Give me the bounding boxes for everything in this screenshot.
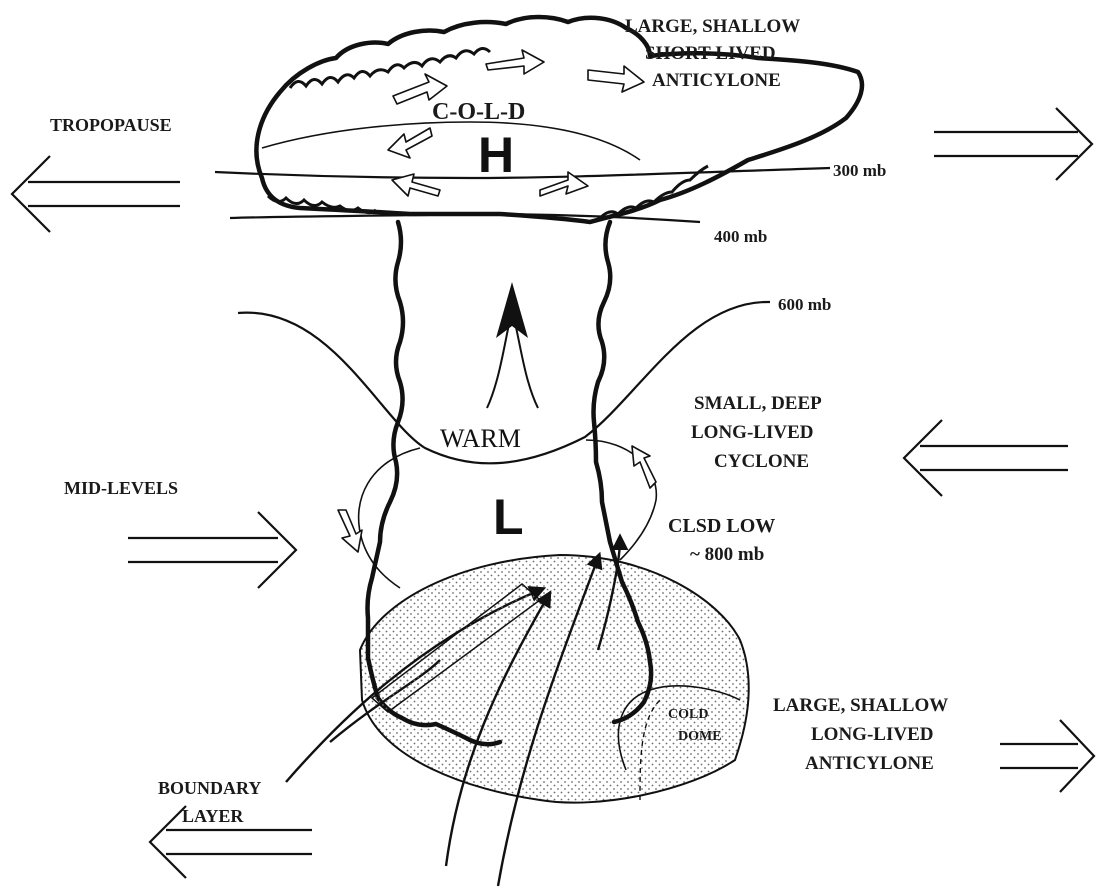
cold-dome-label-1: COLD <box>668 707 708 722</box>
cyclone-label-3: CYCLONE <box>714 451 809 472</box>
lower-anticyclone-label-1: LARGE, SHALLOW <box>773 695 948 716</box>
tropopause-label: TROPOPAUSE <box>50 115 172 135</box>
mid-inflow-arrow-left <box>128 512 296 588</box>
cyclone-label-2: LONG-LIVED <box>691 422 813 443</box>
low-pressure-symbol: L <box>493 489 524 545</box>
lower-outflow-arrow-right <box>1000 720 1094 792</box>
mid-circulation-left <box>359 448 420 588</box>
upper-anticyclone-label-1: LARGE, SHALLOW <box>625 16 800 37</box>
mid-circulation-right-arrow <box>632 446 656 488</box>
updraft-arrowhead <box>496 282 528 338</box>
isobar-600mb-label: 600 mb <box>778 295 831 314</box>
mid-inflow-arrow-right <box>904 420 1068 496</box>
lower-anticyclone-label-2: LONG-LIVED <box>811 724 933 745</box>
isobar-400mb-label: 400 mb <box>714 227 767 246</box>
high-pressure-symbol: H <box>478 127 514 183</box>
boundary-layer-label-1: BOUNDARY <box>158 778 261 798</box>
cold-dome-label-2: DOME <box>678 729 722 744</box>
mid-levels-label: MID-LEVELS <box>64 478 178 498</box>
anvil-circulation-arrow-3 <box>588 66 644 92</box>
boundary-layer-label-2: LAYER <box>182 806 244 826</box>
upper-anticyclone-label-2: SHORT-LIVED <box>645 43 776 64</box>
anvil-circulation-arrow-4 <box>388 128 432 158</box>
upper-anticyclone-label-3: ANTICYLONE <box>652 70 781 91</box>
cold-top-label: C-O-L-D <box>432 99 525 125</box>
upper-outflow-arrow-right <box>934 108 1092 180</box>
warm-core-label: WARM <box>440 424 521 453</box>
clsd-low-label-1: CLSD LOW <box>668 515 775 537</box>
anvil-scallops <box>290 48 490 88</box>
isobar-300mb-line <box>215 168 830 178</box>
anvil-inner-arc <box>262 122 640 160</box>
upper-outflow-arrow-left <box>12 156 180 232</box>
cyclone-label-1: SMALL, DEEP <box>694 393 822 414</box>
lower-anticyclone-label-3: ANTICYLONE <box>805 753 934 774</box>
anvil-circulation-arrow-2 <box>486 50 544 74</box>
isobar-300mb-label: 300 mb <box>833 161 886 180</box>
clsd-low-label-2: ~ 800 mb <box>690 544 764 565</box>
